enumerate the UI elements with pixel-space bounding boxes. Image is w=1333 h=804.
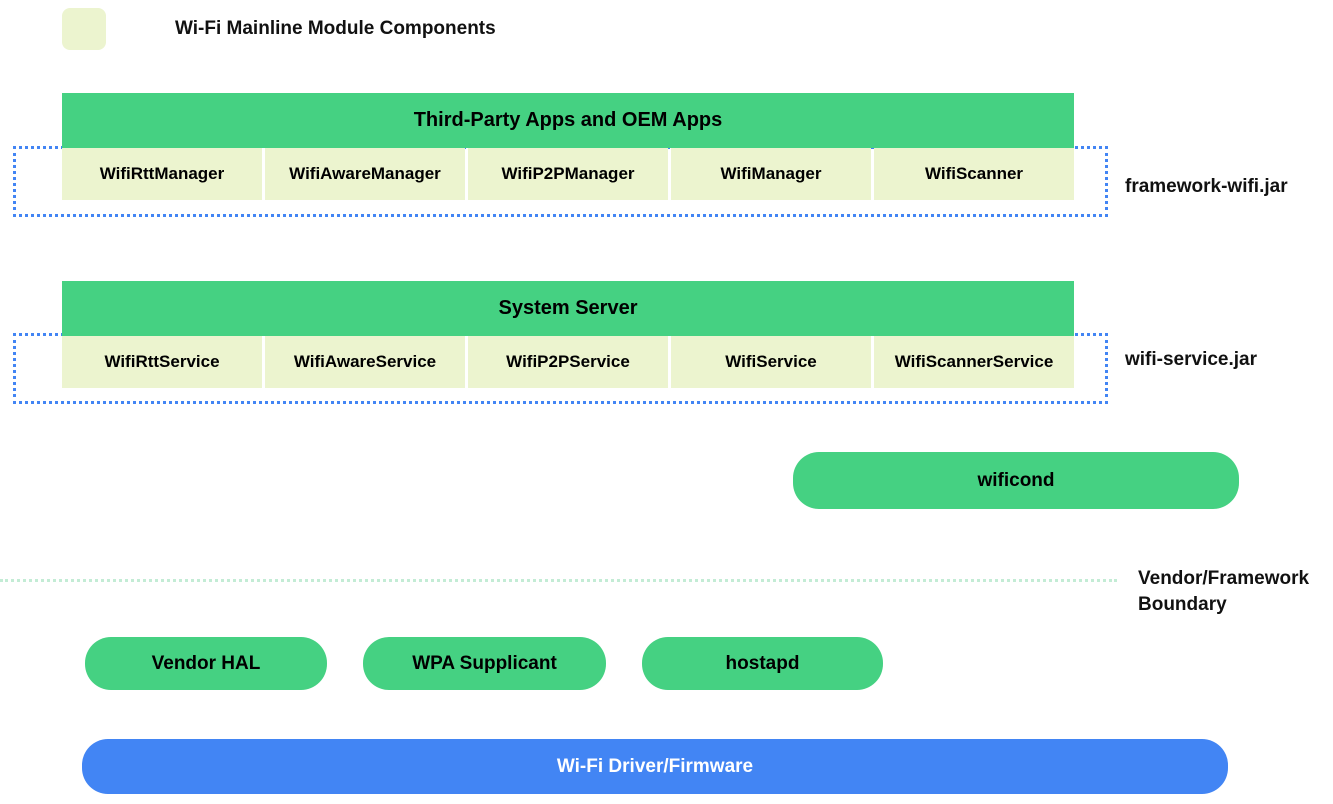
wificond-label: wificond [977,469,1055,491]
cell-label: WifiScannerService [894,352,1054,371]
hostapd-label: hostapd [725,652,800,674]
cell-label: WifiAwareManager [289,164,441,183]
wificond-node[interactable]: wificond [793,452,1239,509]
component-cell-wifiawareservice[interactable]: WifiAwareService [265,336,465,388]
wpa-supplicant-node[interactable]: WPA Supplicant [363,637,606,690]
wpa-supplicant-label: WPA Supplicant [412,652,557,674]
apps-layer-header-label: Third-Party Apps and OEM Apps [413,109,723,131]
component-cell-wifip2pservice[interactable]: WifiP2PService [468,336,668,388]
vendor-hal-node[interactable]: Vendor HAL [85,637,327,690]
component-cell-wifirttservice[interactable]: WifiRttService [62,336,262,388]
apps-layer-cells: WifiRttManager WifiAwareManager WifiP2PM… [62,148,1074,200]
apps-layer: Third-Party Apps and OEM Apps WifiRttMan… [62,93,1074,200]
legend-label: Wi-Fi Mainline Module Components [175,18,496,39]
component-cell-wifimanager[interactable]: WifiManager [671,148,871,200]
component-cell-wifiscannerservice[interactable]: WifiScannerService [874,336,1074,388]
wifi-driver-firmware-label: Wi-Fi Driver/Firmware [556,755,754,777]
cell-label: WifiP2PService [506,352,630,371]
component-cell-wifiservice[interactable]: WifiService [671,336,871,388]
legend: Wi-Fi Mainline Module Components [62,8,496,50]
component-cell-wifirttmanager[interactable]: WifiRttManager [62,148,262,200]
cell-label: WifiService [725,352,817,371]
apps-layer-header: Third-Party Apps and OEM Apps [62,93,1074,148]
component-cell-wifiawaremanager[interactable]: WifiAwareManager [265,148,465,200]
vendor-framework-boundary-line [0,579,1117,582]
framework-wifi-jar-label: framework-wifi.jar [1125,176,1288,197]
component-cell-wifip2pmanager[interactable]: WifiP2PManager [468,148,668,200]
vendor-framework-boundary-label: Vendor/Framework Boundary [1138,568,1310,615]
cell-label: WifiAwareService [293,352,437,371]
wifi-service-jar-label: wifi-service.jar [1125,349,1258,370]
hostapd-node[interactable]: hostapd [642,637,883,690]
cell-label: WifiManager [720,164,822,183]
cell-label: WifiRttService [104,352,220,371]
legend-swatch-icon [62,8,106,50]
system-server-layer-header-label: System Server [498,297,638,319]
system-server-layer-cells: WifiRttService WifiAwareService WifiP2PS… [62,336,1074,388]
cell-label: WifiRttManager [99,164,225,183]
wifi-driver-firmware-node[interactable]: Wi-Fi Driver/Firmware [82,739,1228,794]
system-server-layer-header: System Server [62,281,1074,336]
cell-label: WifiScanner [924,164,1024,183]
system-server-layer: System Server WifiRttService WifiAwareSe… [62,281,1074,388]
cell-label: WifiP2PManager [501,164,635,183]
component-cell-wifiscanner[interactable]: WifiScanner [874,148,1074,200]
vendor-hal-label: Vendor HAL [151,652,261,674]
